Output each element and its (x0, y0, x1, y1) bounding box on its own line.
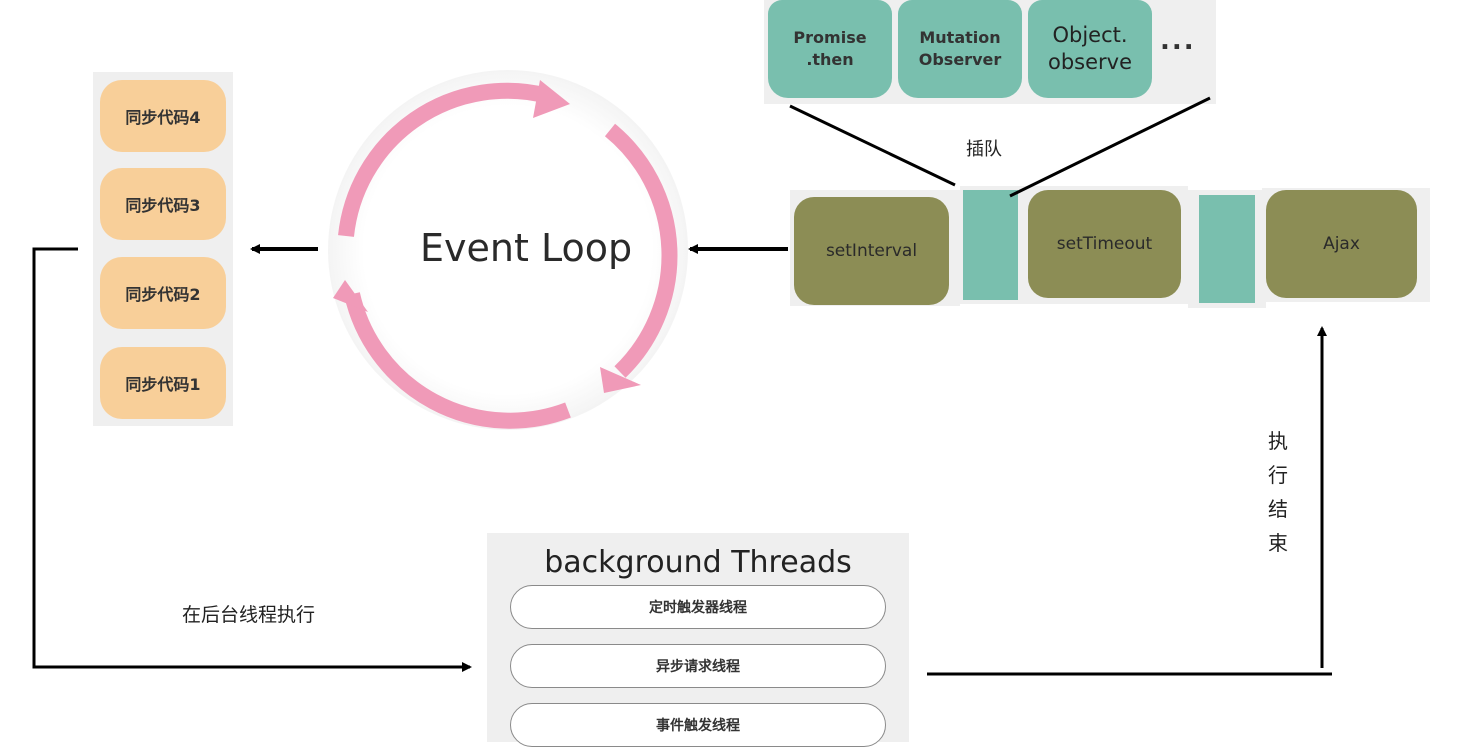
macrotask-setinterval: setInterval (794, 197, 949, 305)
execution-finished-label: 执 行 结 束 (1268, 429, 1288, 555)
insert-line-right (1009, 96, 1211, 198)
sync-code-item: 同步代码4 (100, 80, 226, 152)
sync-code-item: 同步代码1 (100, 347, 226, 419)
sync-code-item: 同步代码3 (100, 168, 226, 240)
thread-item: 事件触发线程 (510, 703, 886, 747)
thread-item: 异步请求线程 (510, 644, 886, 688)
microtask-more-ellipsis: ... (1160, 26, 1196, 56)
microtask-promise-then: Promise.then (768, 0, 892, 98)
insert-label: 插队 (966, 139, 1002, 160)
insert-slot (963, 190, 1018, 300)
thread-item: 定时触发器线程 (510, 585, 886, 629)
loop-arrowhead-icon (333, 280, 368, 312)
run-in-background-label: 在后台线程执行 (182, 604, 316, 626)
loop-arrowhead-icon (600, 367, 641, 393)
sync-code-item: 同步代码2 (100, 257, 226, 329)
macrotask-ajax: Ajax (1266, 190, 1417, 298)
macrotask-settimeout: setTimeout (1028, 190, 1181, 298)
loop-arc-top (338, 82, 551, 237)
microtask-object-observe: Object.observe (1028, 0, 1152, 98)
background-threads-title: background Threads (544, 545, 852, 580)
loop-arrowhead-icon (533, 80, 570, 118)
event-loop-title: Event Loop (420, 226, 633, 270)
insert-slot (1199, 195, 1255, 303)
insert-line-left (789, 104, 956, 187)
loop-arc-bottom (344, 292, 571, 429)
